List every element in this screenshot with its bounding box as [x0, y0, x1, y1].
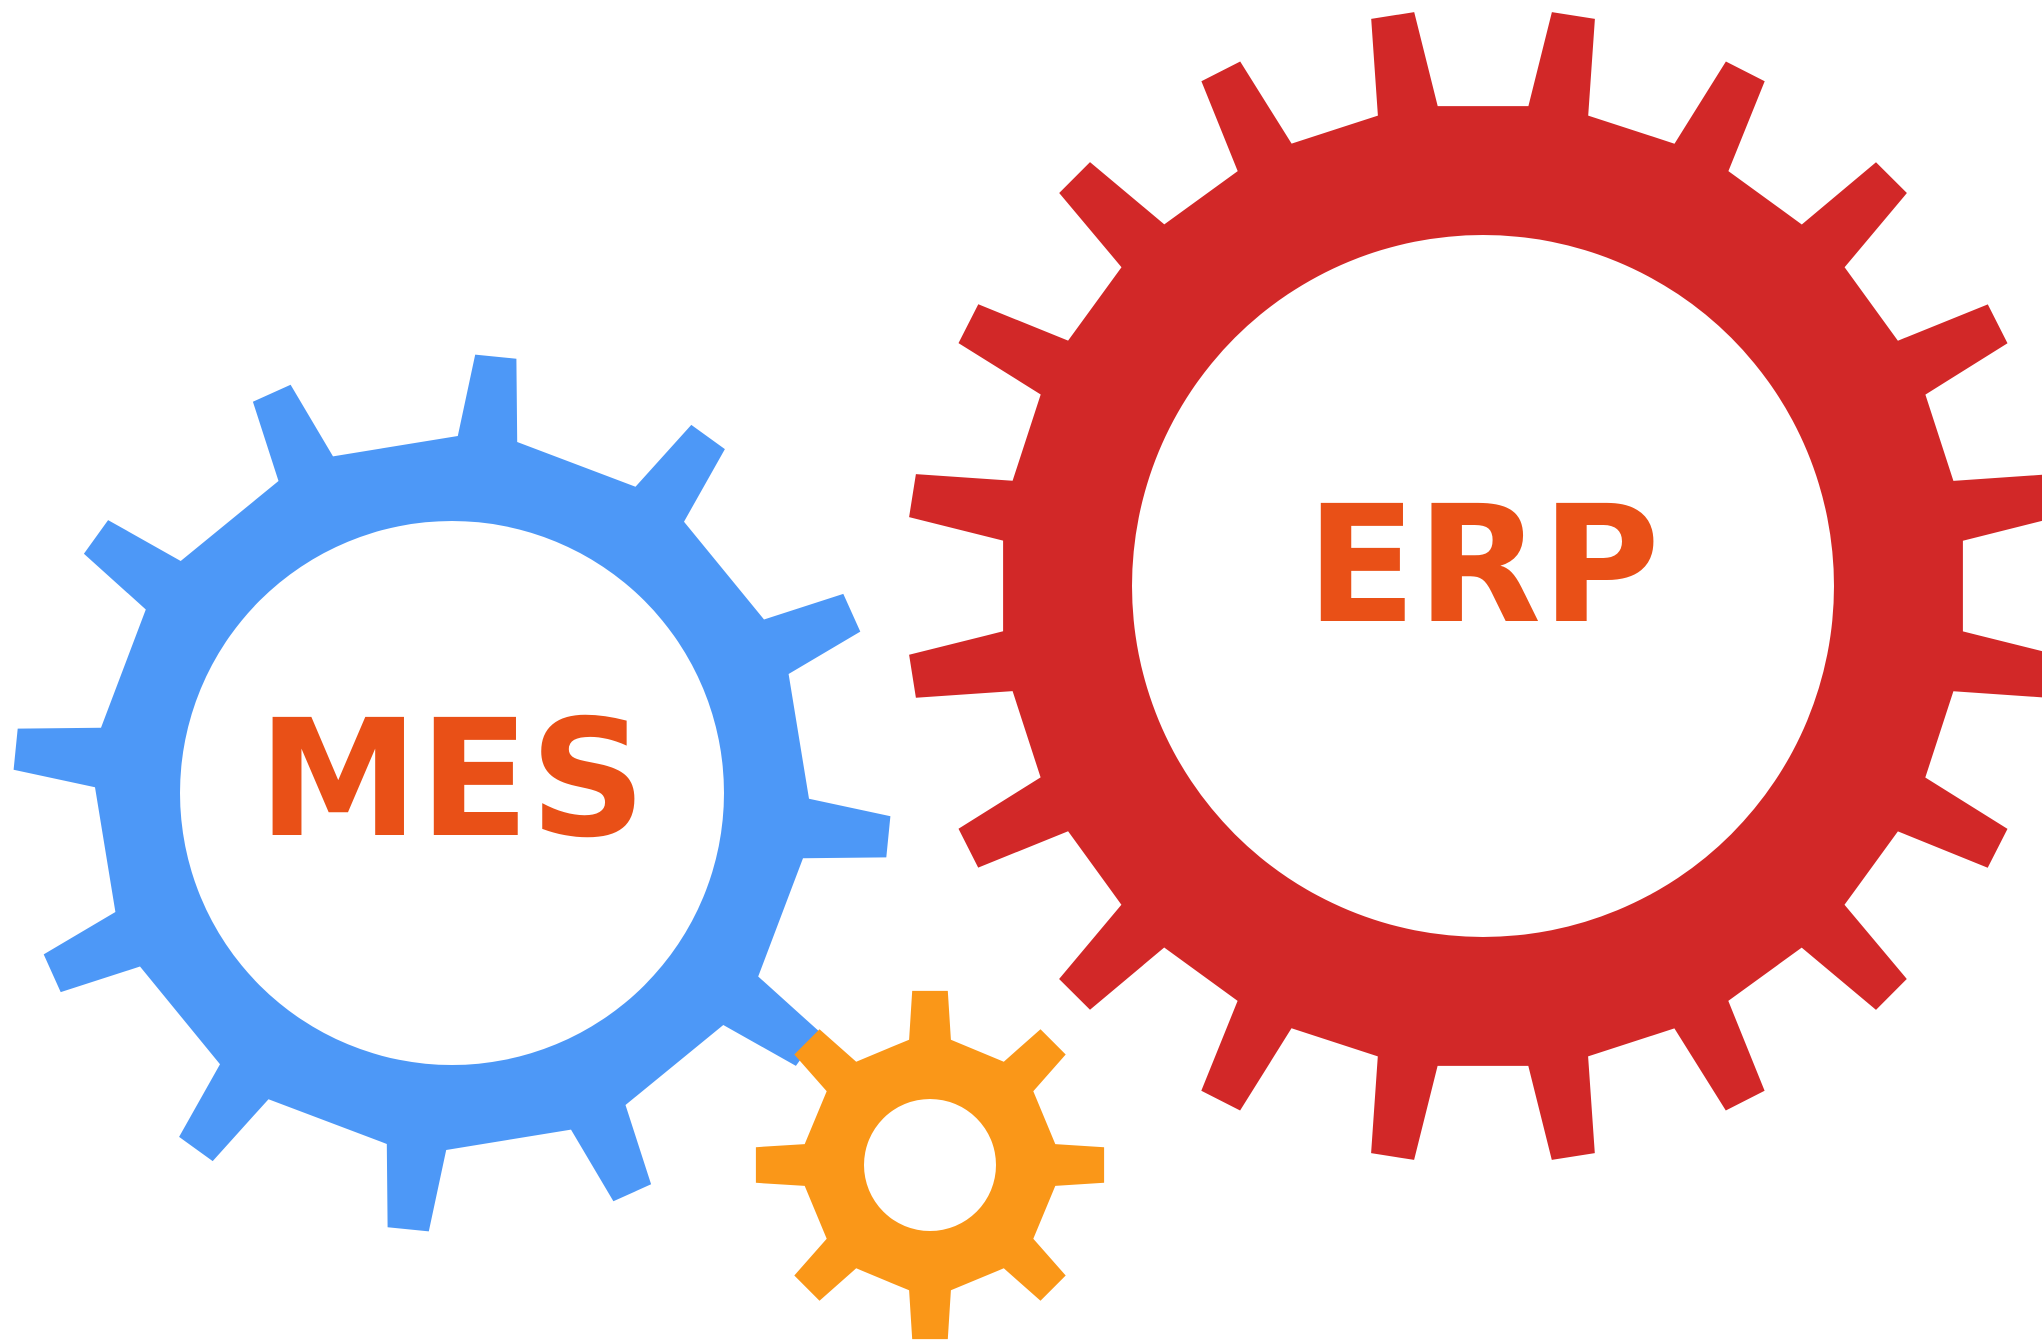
mes-gear-label: MES: [258, 686, 647, 874]
small-gear-group: [755, 990, 1105, 1340]
mes-gear: [13, 354, 891, 1232]
small-gear: [755, 990, 1105, 1340]
mes-gear-group: MES: [13, 354, 891, 1232]
erp-gear-label: ERP: [1306, 472, 1660, 660]
erp-gear: [909, 12, 2042, 1160]
erp-gear-group: ERP: [909, 12, 2042, 1160]
